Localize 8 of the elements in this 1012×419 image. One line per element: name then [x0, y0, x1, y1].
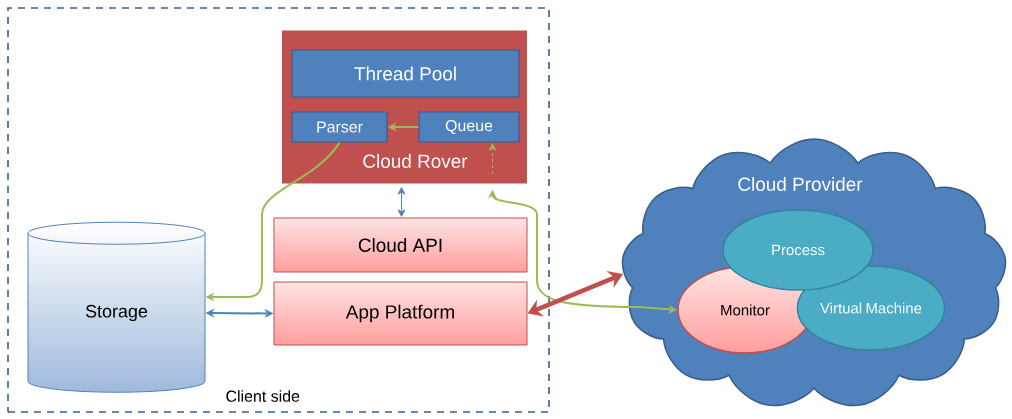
arrow [397, 187, 406, 217]
arrow [488, 143, 497, 175]
thread-pool-box: Thread Pool [291, 49, 520, 98]
cloud-api-box: Cloud API [273, 217, 528, 273]
app-platform-box: App Platform [273, 281, 528, 346]
queue-box: Queue [418, 111, 520, 143]
parser-box: Parser [291, 111, 388, 143]
storage-cylinder: Storage [27, 221, 206, 393]
